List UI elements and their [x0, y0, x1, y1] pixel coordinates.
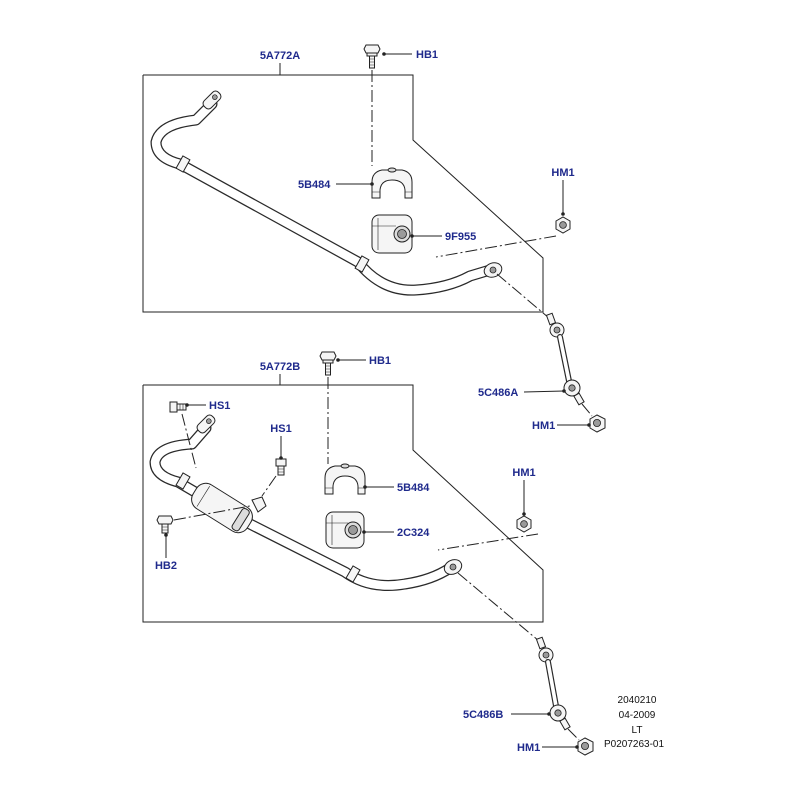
top-assembly: 5A772A HB1: [142, 44, 575, 319]
bottom-hm1-nut: [516, 515, 532, 533]
top-nut-axis: [435, 235, 557, 258]
bottom-hb1-bolt: [319, 351, 337, 376]
top-hm1-nut-label: HM1: [551, 167, 574, 179]
bottom-bracket-label: 5B484: [397, 482, 430, 494]
bottom-hb2-label: HB2: [155, 560, 177, 572]
top-link-axis: [496, 273, 550, 319]
bottom-link: [535, 636, 571, 731]
bottom-link-hm1-nut: [577, 737, 594, 756]
bottom-stabilizer-bar: [149, 414, 463, 591]
bottom-hs1-right-axis: [261, 475, 277, 497]
bottom-hs1-right-label: HS1: [270, 423, 291, 435]
bottom-hb1-label: HB1: [369, 355, 391, 367]
top-link-hm1-label: HM1: [532, 420, 555, 432]
bottom-link-hm1-label: HM1: [517, 742, 540, 754]
top-bushing-label: 9F955: [445, 231, 476, 243]
top-link: [545, 312, 585, 406]
top-link-leader: [523, 390, 565, 393]
top-bracket-label: 5B484: [298, 179, 331, 191]
drawing-date: 04-2009: [619, 710, 656, 721]
top-hm1-nut: [555, 216, 571, 234]
bottom-bar-collar-left: [175, 472, 191, 490]
bottom-assembly: 5A772B: [142, 351, 544, 642]
top-assembly-frame: [142, 74, 544, 313]
bottom-bar-end-tab: [196, 414, 216, 434]
bottom-hs1-left-bolt: [169, 401, 187, 413]
top-stabilizer-bar: [150, 90, 503, 296]
top-bar-end-eye: [483, 262, 503, 278]
top-bar-collar-left: [175, 155, 191, 173]
top-link-label: 5C486A: [478, 387, 518, 399]
top-link-nut-axis: [581, 403, 593, 417]
bottom-link-axis: [457, 572, 540, 642]
top-bracket: [371, 167, 413, 199]
bottom-actuator-clip: [251, 496, 267, 513]
bottom-nut-axis: [437, 533, 539, 551]
bottom-hm1-nut-label: HM1: [512, 467, 535, 479]
top-bar-end-tab: [202, 90, 222, 110]
bottom-hs1-right-bolt: [275, 458, 287, 476]
bottom-link-nut-axis: [567, 728, 580, 741]
top-hb1-label: HB1: [416, 49, 438, 61]
bottom-assembly-label: 5A772B: [260, 361, 300, 373]
top-link-hm1-nut: [589, 414, 606, 433]
bottom-hs1-left-label: HS1: [209, 400, 230, 412]
bottom-hb2-bolt: [156, 515, 174, 534]
drawing-code: 2040210: [618, 695, 657, 706]
bottom-bar-end-eye: [443, 559, 463, 575]
bottom-hb2-axis: [173, 505, 251, 521]
bottom-assembly-frame: [142, 384, 544, 623]
bottom-bracket: [324, 463, 366, 495]
bottom-bushing: [325, 511, 365, 549]
bottom-bar-collar-right: [345, 565, 361, 583]
top-bushing: [371, 214, 413, 254]
bottom-bar-actuator: [191, 482, 253, 534]
bottom-bushing-label: 2C324: [397, 527, 430, 539]
drawing-reference: P0207263-01: [604, 739, 664, 750]
drawing-reference-block: 2040210 04-2009 LT P0207263-01: [604, 695, 664, 750]
drawing-region: LT: [632, 725, 643, 736]
top-assembly-label: 5A772A: [260, 50, 300, 62]
bottom-hs1-left-axis: [181, 413, 197, 469]
top-hb1-bolt: [363, 44, 381, 69]
bottom-link-label: 5C486B: [463, 709, 503, 721]
top-bar-collar-right: [354, 255, 370, 273]
